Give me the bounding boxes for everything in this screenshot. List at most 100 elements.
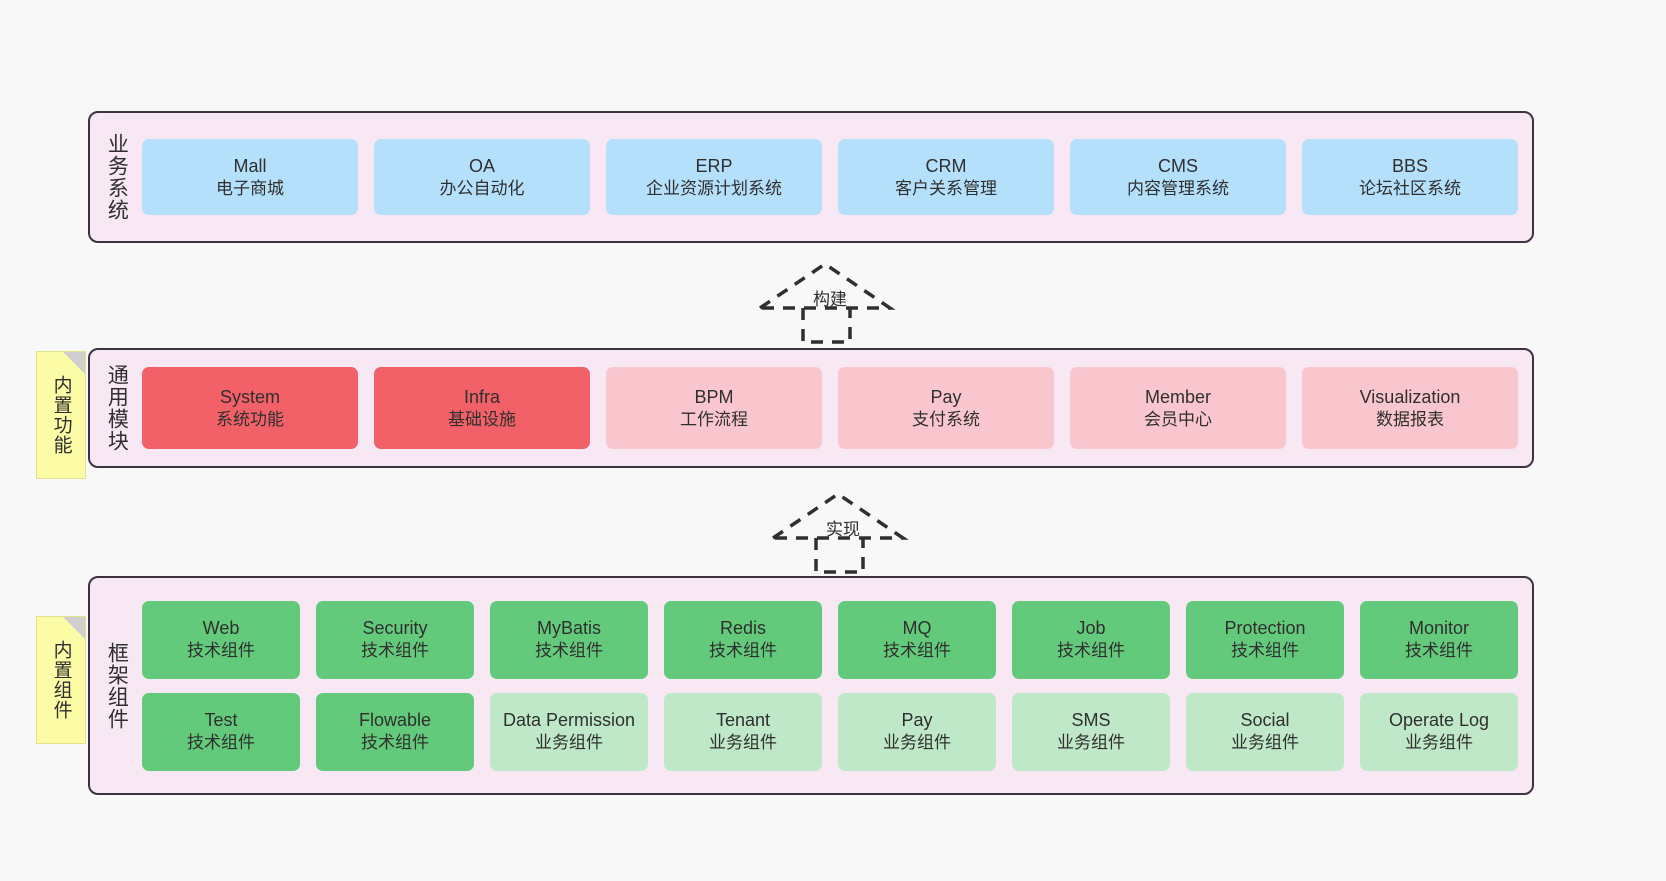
node-redis[interactable]: Redis 技术组件: [664, 600, 822, 679]
node-label-en: Visualization: [1359, 386, 1461, 407]
node-label-cn: 业务组件: [1405, 733, 1473, 753]
node-label-en: Member: [1144, 386, 1211, 407]
node-label-cn: 技术组件: [883, 641, 951, 661]
connector-label-build: 构建: [813, 290, 847, 309]
node-row: System 系统功能 Infra 基础设施 BPM 工作流程 Pay 支付系统…: [142, 367, 1518, 449]
note-builtin-function: 内置功能: [36, 351, 86, 479]
node-label-cn: 业务组件: [1231, 733, 1299, 753]
node-mall[interactable]: Mall 电子商城: [142, 139, 358, 215]
node-label-en: MyBatis: [536, 618, 601, 639]
node-oa[interactable]: OA 办公自动化: [374, 139, 590, 215]
node-label-cn: 办公自动化: [439, 178, 525, 198]
node-web[interactable]: Web 技术组件: [142, 600, 300, 679]
node-label-cn: 会员中心: [1144, 409, 1212, 429]
arrowhead-triangle-icon: [754, 261, 896, 310]
node-label-en: OA: [468, 155, 495, 176]
node-pay[interactable]: Pay 支付系统: [838, 367, 1054, 449]
node-tenant[interactable]: Tenant 业务组件: [664, 692, 822, 771]
node-label-en: MQ: [902, 618, 932, 639]
node-social[interactable]: Social 业务组件: [1186, 692, 1344, 771]
node-label-cn: 技术组件: [535, 641, 603, 661]
note-builtin-component: 内置组件: [36, 616, 86, 744]
node-label-cn: 技术组件: [1231, 641, 1299, 661]
node-label-en: ERP: [695, 155, 733, 176]
node-label-cn: 数据报表: [1376, 409, 1444, 429]
node-mq[interactable]: MQ 技术组件: [838, 600, 996, 679]
arrow-stem-icon: [801, 308, 852, 344]
node-bpm[interactable]: BPM 工作流程: [606, 367, 822, 449]
arrowhead-triangle-icon: [767, 491, 909, 540]
layer-common-module: 通用模块 System 系统功能 Infra 基础设施 BPM 工作流程 Pay…: [88, 348, 1534, 468]
node-label-en: Flowable: [358, 710, 432, 731]
node-label-cn: 论坛社区系统: [1359, 178, 1461, 198]
node-pay-business[interactable]: Pay 业务组件: [838, 692, 996, 771]
node-system[interactable]: System 系统功能: [142, 367, 358, 449]
layer-framework-component: 框架组件 Web 技术组件 Security 技术组件 MyBatis 技术组件…: [88, 576, 1534, 795]
note-label: 内置组件: [50, 640, 72, 720]
node-visualization[interactable]: Visualization 数据报表: [1302, 367, 1518, 449]
node-label-en: Pay: [901, 710, 933, 731]
node-infra[interactable]: Infra 基础设施: [374, 367, 590, 449]
node-label-cn: 技术组件: [361, 733, 429, 753]
node-data-permission[interactable]: Data Permission 业务组件: [490, 692, 648, 771]
node-crm[interactable]: CRM 客户关系管理: [838, 139, 1054, 215]
note-label: 内置功能: [50, 375, 72, 455]
node-cms[interactable]: CMS 内容管理系统: [1070, 139, 1286, 215]
node-erp[interactable]: ERP 企业资源计划系统: [606, 139, 822, 215]
node-mybatis[interactable]: MyBatis 技术组件: [490, 600, 648, 679]
node-label-cn: 业务组件: [1057, 733, 1125, 753]
node-label-en: System: [219, 386, 280, 407]
node-label-en: CRM: [925, 155, 967, 176]
node-label-en: Security: [362, 618, 428, 639]
node-row: Web 技术组件 Security 技术组件 MyBatis 技术组件 Redi…: [142, 600, 1518, 679]
node-label-cn: 技术组件: [187, 641, 255, 661]
layer-body-framework-component: Web 技术组件 Security 技术组件 MyBatis 技术组件 Redi…: [142, 578, 1532, 793]
node-label-cn: 基础设施: [448, 409, 516, 429]
node-security[interactable]: Security 技术组件: [316, 600, 474, 679]
node-bbs[interactable]: BBS 论坛社区系统: [1302, 139, 1518, 215]
node-label-cn: 技术组件: [1405, 641, 1473, 661]
node-label-en: Infra: [463, 386, 501, 407]
node-label-en: SMS: [1071, 710, 1111, 731]
node-label-cn: 业务组件: [535, 733, 603, 753]
node-label-cn: 内容管理系统: [1127, 178, 1229, 198]
connector-label-realize: 实现: [826, 520, 860, 539]
layer-body-business-system: Mall 电子商城 OA 办公自动化 ERP 企业资源计划系统 CRM 客户关系…: [142, 113, 1532, 241]
node-test[interactable]: Test 技术组件: [142, 692, 300, 771]
node-sms[interactable]: SMS 业务组件: [1012, 692, 1170, 771]
layer-body-common-module: System 系统功能 Infra 基础设施 BPM 工作流程 Pay 支付系统…: [142, 350, 1532, 466]
node-label-cn: 技术组件: [187, 733, 255, 753]
layer-business-system: 业务系统 Mall 电子商城 OA 办公自动化 ERP 企业资源计划系统 CRM…: [88, 111, 1534, 243]
node-label-cn: 电子商城: [216, 178, 284, 198]
node-monitor[interactable]: Monitor 技术组件: [1360, 600, 1518, 679]
node-operate-log[interactable]: Operate Log 业务组件: [1360, 692, 1518, 771]
node-job[interactable]: Job 技术组件: [1012, 600, 1170, 679]
node-row: Test 技术组件 Flowable 技术组件 Data Permission …: [142, 692, 1518, 771]
layer-title-common-module: 通用模块: [105, 364, 129, 452]
node-protection[interactable]: Protection 技术组件: [1186, 600, 1344, 679]
node-label-cn: 支付系统: [912, 409, 980, 429]
node-label-cn: 技术组件: [709, 641, 777, 661]
node-member[interactable]: Member 会员中心: [1070, 367, 1286, 449]
arrow-stem-icon: [814, 538, 865, 574]
layer-title-business-system: 业务系统: [105, 133, 129, 221]
node-label-en: Mall: [233, 155, 267, 176]
node-label-en: Operate Log: [1388, 710, 1490, 731]
node-label-en: Web: [202, 618, 240, 639]
node-label-en: Protection: [1224, 618, 1306, 639]
node-label-cn: 企业资源计划系统: [646, 178, 782, 198]
node-label-en: Job: [1076, 618, 1106, 639]
node-label-en: Social: [1240, 710, 1290, 731]
node-label-cn: 工作流程: [680, 409, 748, 429]
node-row: Mall 电子商城 OA 办公自动化 ERP 企业资源计划系统 CRM 客户关系…: [142, 139, 1518, 215]
node-label-cn: 技术组件: [361, 641, 429, 661]
node-label-cn: 系统功能: [216, 409, 284, 429]
node-label-en: Tenant: [715, 710, 771, 731]
node-label-en: Redis: [719, 618, 767, 639]
node-flowable[interactable]: Flowable 技术组件: [316, 692, 474, 771]
node-label-cn: 客户关系管理: [895, 178, 997, 198]
node-label-en: Monitor: [1408, 618, 1470, 639]
connector-realize: 实现: [767, 490, 918, 575]
node-label-cn: 技术组件: [1057, 641, 1125, 661]
